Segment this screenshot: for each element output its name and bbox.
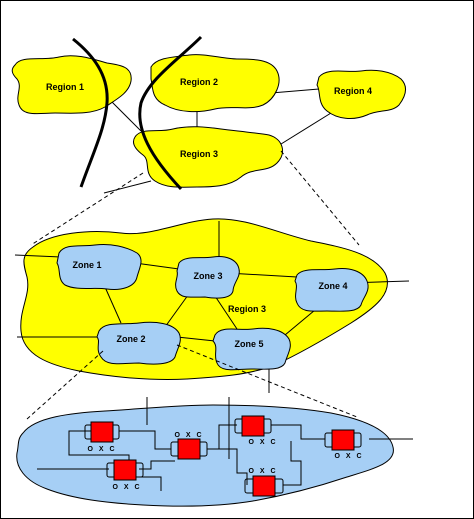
link-r3-r4	[272, 112, 332, 150]
top-level-network: Region 1 Region 2 Region 3 Region 4	[11, 35, 406, 194]
region-3-label: Region 3	[180, 149, 218, 159]
boundary-curve-right	[138, 35, 203, 191]
link-r1-r3	[110, 100, 142, 132]
zone-1-blob	[56, 244, 142, 290]
region-3-blob	[132, 126, 284, 188]
oxc-node-6-label: O X C	[248, 468, 277, 475]
region-4-label: Region 4	[334, 86, 372, 96]
oxc-node-3-label: O X C	[248, 439, 277, 446]
zone-level-network: Zone 1 Zone 3 Zone 4 Zone 2 Zone 5 Regio…	[14, 218, 410, 393]
oxc-node-5-label: O X C	[112, 484, 141, 491]
oxc-link-7	[283, 441, 302, 486]
zoom-line-right-1	[280, 150, 360, 246]
zone-ext-line-1	[14, 254, 62, 258]
oxc-node-1: O X C	[84, 421, 120, 453]
zone-2-label: Zone 2	[116, 334, 145, 344]
oxc-link-8	[139, 460, 175, 470]
oxc-node-3: O X C	[234, 415, 277, 446]
oxc-link-2	[119, 430, 171, 450]
oxc-level-network: O X C O X C O X C O X C O X C	[16, 397, 413, 507]
zone-4-blob	[294, 268, 369, 312]
oxc-node-4-label: O X C	[334, 453, 363, 460]
link-r2-r4	[270, 88, 320, 94]
zoom-line-left-1	[30, 172, 144, 246]
link-z1-z2	[104, 286, 122, 324]
region-1-label: Region 1	[46, 82, 84, 92]
oxc-node-4: O X C	[324, 429, 363, 460]
oxc-link-5	[141, 476, 162, 491]
zone-4-label: Zone 4	[318, 281, 347, 291]
link-z3-z5	[212, 292, 238, 330]
link-r3-external	[103, 180, 152, 194]
zone-5-blob	[212, 327, 291, 371]
oxc-node-2: O X C	[170, 432, 208, 460]
zoom-line-left-2	[26, 350, 104, 420]
zone-3-blob	[175, 256, 240, 299]
oxc-link-6	[207, 448, 248, 485]
link-z2-z5	[176, 336, 216, 342]
oxc-node-1-label: O X C	[87, 446, 116, 453]
zone-5-label: Zone 5	[234, 339, 263, 349]
boundary-curve-left	[72, 37, 109, 188]
zone-3-label: Zone 3	[193, 271, 222, 281]
oxc-link-4	[271, 424, 325, 440]
expanded-region-3-label: Region 3	[228, 304, 266, 314]
oxc-node-2-label: O X C	[174, 432, 203, 439]
region-2-label: Region 2	[180, 77, 218, 87]
zoom-line-right-2	[176, 344, 358, 418]
oxc-node-6: O X C	[244, 468, 284, 497]
region-4-blob	[316, 69, 406, 119]
link-z1-z3	[134, 262, 180, 270]
oxc-node-5: O X C	[106, 459, 144, 491]
zone-2-blob	[96, 321, 181, 365]
region-2-blob	[150, 54, 280, 113]
zone-1-label: Zone 1	[72, 260, 101, 270]
